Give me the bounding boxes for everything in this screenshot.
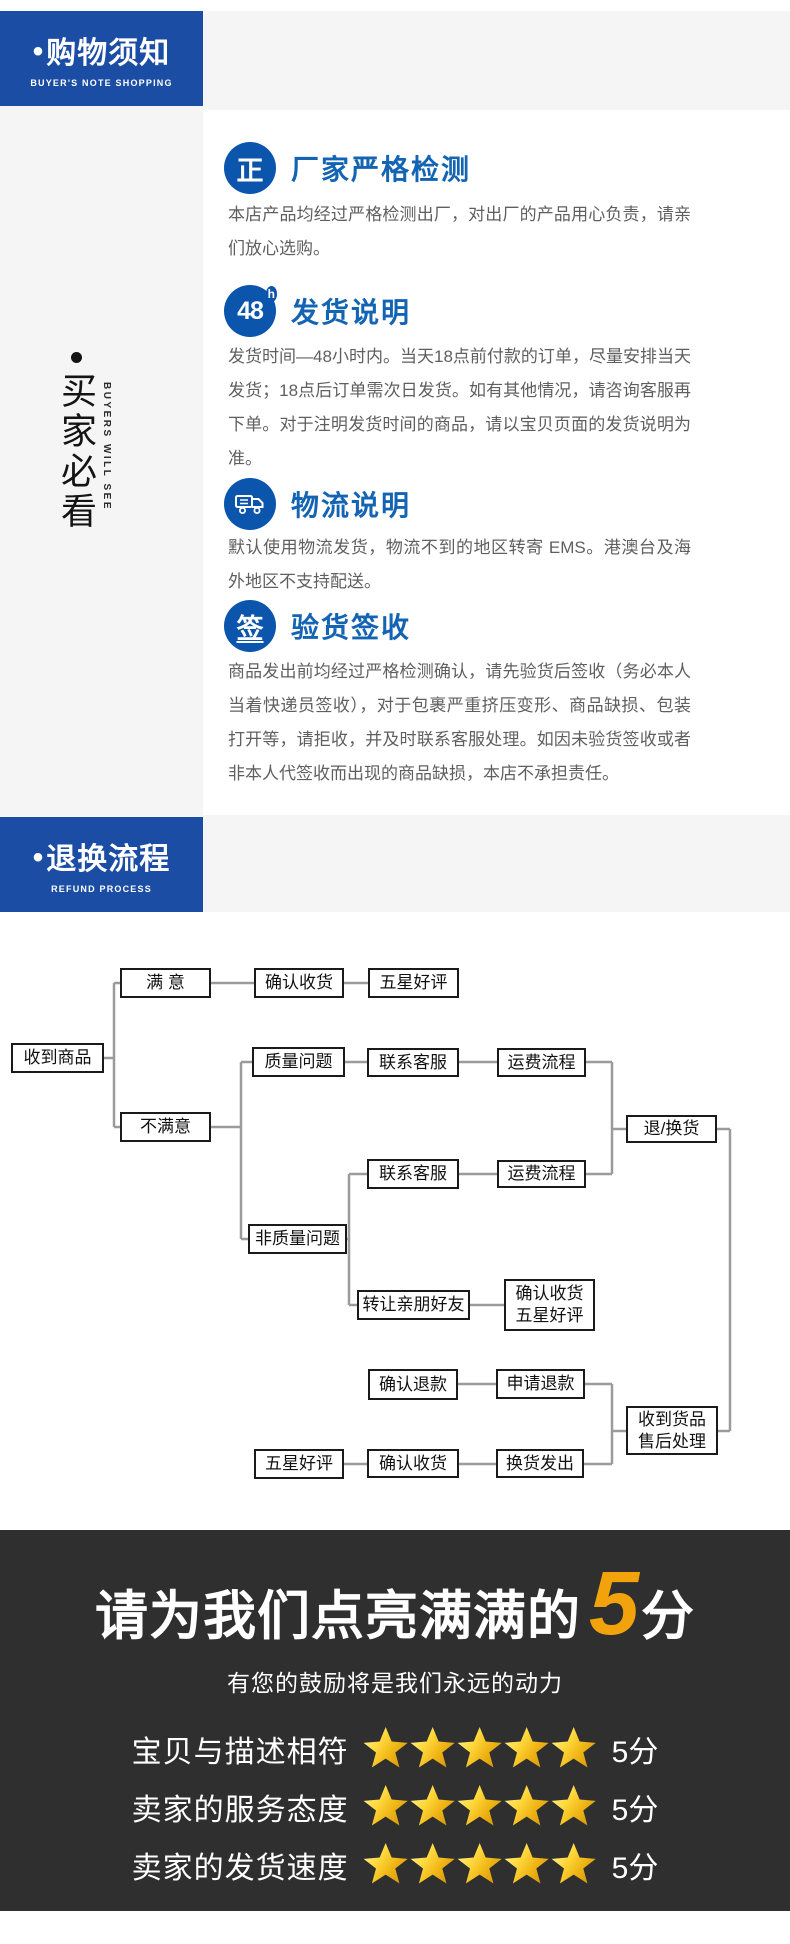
star-rating bbox=[363, 1843, 598, 1887]
rating-label: 卖家的发货速度 bbox=[131, 1852, 349, 1885]
rating-title-score: 5 bbox=[588, 1554, 640, 1654]
flow-node-transfer-friends: 转让亲朋好友 bbox=[357, 1290, 470, 1320]
section-logistics-header: 物流说明 bbox=[224, 478, 411, 530]
qian-badge-icon: 签 bbox=[224, 600, 276, 652]
rating-rows: 宝贝与描述相符 5分 卖家的服务态度 5分 卖家的发货速度 5分 bbox=[0, 1720, 790, 1894]
flow-node-non-quality-issue: 非质量问题 bbox=[248, 1224, 347, 1254]
section-sign-body: 商品发出前均经过严格检测确认，请先验货后签收（务必本人当着快递员签收），对于包裹… bbox=[228, 662, 691, 783]
star-icon bbox=[457, 1727, 502, 1768]
star-icon bbox=[551, 1727, 596, 1768]
refund-process-title: •退换流程 bbox=[32, 841, 171, 876]
bullet-icon: • bbox=[32, 841, 45, 874]
flow-node-exchange-shipped: 换货发出 bbox=[496, 1449, 584, 1478]
section-sign-header: 签 验货签收 bbox=[224, 600, 411, 652]
flow-node-confirm-refund: 确认退款 bbox=[368, 1369, 458, 1400]
rating-row: 宝贝与描述相符 5分 bbox=[0, 1720, 790, 1778]
rating-title-suffix: 分 bbox=[641, 1587, 696, 1646]
info-card: 正 厂家严格检测 本店产品均经过严格检测出厂，对出厂的产品用心负责，请亲们放心选… bbox=[203, 110, 790, 815]
star-icon bbox=[363, 1727, 408, 1768]
flowchart-connectors bbox=[104, 981, 732, 1466]
flow-node-quality-issue: 质量问题 bbox=[252, 1047, 345, 1077]
star-icon bbox=[363, 1785, 408, 1826]
flow-node-received-goods: 收到商品 bbox=[11, 1043, 104, 1073]
star-icon bbox=[457, 1785, 502, 1826]
flow-node-shipping-fee: 运费流程 bbox=[497, 1048, 586, 1077]
flow-node-satisfied: 满 意 bbox=[120, 968, 211, 998]
rating-title-prefix: 请为我们点亮满满的 bbox=[94, 1587, 581, 1646]
star-icon bbox=[551, 1785, 596, 1826]
flow-node-five-star: 五星好评 bbox=[368, 968, 459, 998]
star-icon bbox=[457, 1843, 502, 1884]
section-title: 厂家严格检测 bbox=[291, 154, 472, 185]
star-rating bbox=[363, 1785, 598, 1829]
truck-icon bbox=[224, 478, 276, 530]
rating-score: 5分 bbox=[611, 1852, 659, 1885]
rating-label: 卖家的服务态度 bbox=[131, 1794, 349, 1827]
section-shipping-body: 发货时间—48小时内。当天18点前付款的订单，尽量安排当天发货；18点后订单需次… bbox=[228, 347, 691, 468]
star-icon bbox=[504, 1785, 549, 1826]
zheng-badge-icon: 正 bbox=[224, 142, 276, 194]
rating-row: 卖家的服务态度 5分 bbox=[0, 1778, 790, 1836]
flow-node-confirm-receipt: 确认收货 bbox=[367, 1449, 459, 1478]
buyers-note-subtitle: BUYER'S NOTE SHOPPING bbox=[30, 78, 173, 88]
refund-process-subtitle: REFUND PROCESS bbox=[51, 884, 152, 894]
section-title: 验货签收 bbox=[291, 612, 412, 643]
side-note-text: 买家必看 bbox=[56, 372, 97, 532]
rating-score: 5分 bbox=[611, 1794, 659, 1827]
star-icon bbox=[504, 1843, 549, 1884]
rating-banner-subtitle: 有您的鼓励将是我们永远的动力 bbox=[227, 1670, 563, 1696]
star-icon bbox=[410, 1727, 455, 1768]
star-icon bbox=[551, 1843, 596, 1884]
refund-process-header: •退换流程 REFUND PROCESS bbox=[0, 817, 203, 912]
flow-node-shipping-fee: 运费流程 bbox=[497, 1160, 586, 1188]
section-inspection-body: 本店产品均经过严格检测出厂，对出厂的产品用心负责，请亲们放心选购。 bbox=[228, 205, 691, 258]
flow-node-contact-service: 联系客服 bbox=[367, 1048, 459, 1077]
star-icon bbox=[410, 1843, 455, 1884]
buyers-note-header: •购物须知 BUYER'S NOTE SHOPPING bbox=[0, 11, 203, 106]
flow-node-unsatisfied: 不满意 bbox=[120, 1112, 211, 1142]
section-inspection-header: 正 厂家严格检测 bbox=[224, 142, 471, 194]
section-shipping-header: 48 h 发货说明 bbox=[224, 285, 411, 337]
flow-node-after-sale: 收到货品 售后处理 bbox=[626, 1406, 718, 1455]
section-logistics-body: 默认使用物流发货，物流不到的地区转寄 EMS。港澳台及海外地区不支持配送。 bbox=[228, 538, 691, 591]
section-title: 发货说明 bbox=[291, 297, 412, 328]
flow-node-five-star: 五星好评 bbox=[254, 1449, 344, 1479]
bullet-icon: • bbox=[32, 35, 45, 68]
bullet-dot-icon bbox=[70, 352, 82, 363]
rating-row: 卖家的发货速度 5分 bbox=[0, 1836, 790, 1894]
section-title: 物流说明 bbox=[291, 490, 412, 521]
flow-node-apply-refund: 申请退款 bbox=[496, 1369, 585, 1399]
flow-node-confirm-five-star: 确认收货 五星好评 bbox=[504, 1279, 595, 1331]
refund-flowchart: 收到商品 满 意 确认收货 五星好评 不满意 质量问题 联系客服 运费流程 联系… bbox=[0, 912, 790, 1530]
buyers-note-title: •购物须知 bbox=[32, 35, 171, 70]
side-note-vertical: 买家必看 BUYERS WILL SEE bbox=[56, 352, 112, 532]
rating-label: 宝贝与描述相符 bbox=[131, 1736, 349, 1769]
star-icon bbox=[410, 1785, 455, 1826]
star-rating bbox=[363, 1727, 598, 1771]
star-icon bbox=[504, 1727, 549, 1768]
flow-node-return-exchange: 退/换货 bbox=[626, 1115, 717, 1143]
48h-badge-icon: 48 h bbox=[224, 285, 277, 337]
flow-node-confirm-receipt: 确认收货 bbox=[254, 968, 344, 998]
side-note-en: BUYERS WILL SEE bbox=[101, 382, 112, 511]
rating-score: 5分 bbox=[611, 1736, 659, 1769]
star-icon bbox=[363, 1843, 408, 1884]
flow-node-contact-service: 联系客服 bbox=[367, 1159, 459, 1189]
side-note-cjk-column: 买家必看 bbox=[56, 352, 97, 532]
